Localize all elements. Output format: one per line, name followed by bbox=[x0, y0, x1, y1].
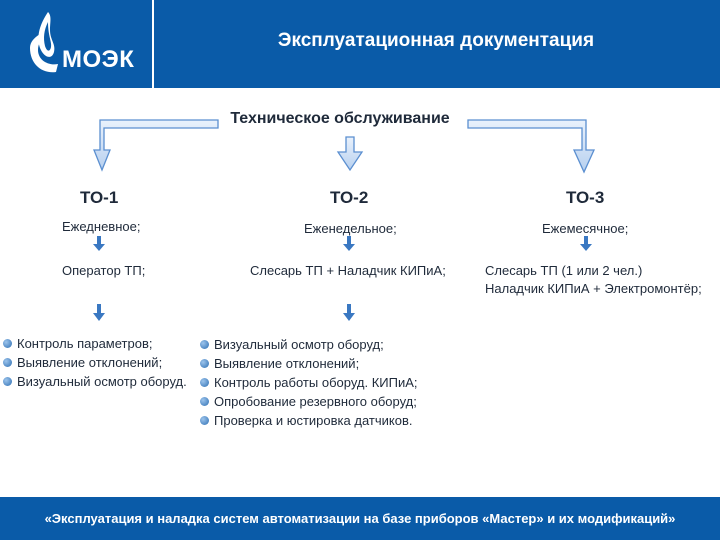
footer-text: «Эксплуатация и наладка систем автоматиз… bbox=[44, 511, 676, 526]
arrow-to-to3 bbox=[467, 119, 596, 174]
header-bar: МОЭК Эксплуатационная документация bbox=[0, 0, 720, 88]
to1-personnel: Оператор ТП; bbox=[62, 263, 146, 278]
list-item-label: Визуальный осмотр оборуд; bbox=[214, 337, 384, 352]
list-item-label: Визуальный осмотр оборуд. bbox=[17, 374, 187, 389]
page-title: Эксплуатационная документация bbox=[277, 30, 595, 51]
list-item: Визуальный осмотр оборуд; bbox=[200, 335, 418, 354]
to2-heading: ТО-2 bbox=[330, 188, 369, 207]
list-item-label: Выявление отклонений; bbox=[17, 355, 163, 370]
arrow-down-icon bbox=[93, 304, 105, 321]
arrow-down-icon bbox=[343, 236, 355, 251]
list-item-label: Опробование резервного оборуд; bbox=[214, 394, 417, 409]
bullet-icon bbox=[200, 359, 209, 368]
list-item: Опробование резервного оборуд; bbox=[200, 392, 418, 411]
list-item: Выявление отклонений; bbox=[200, 354, 418, 373]
arrow-down-icon bbox=[93, 236, 105, 251]
bullet-icon bbox=[3, 339, 12, 348]
bullet-icon bbox=[200, 416, 209, 425]
to1-frequency: Ежедневное; bbox=[62, 219, 141, 234]
bullet-icon bbox=[200, 397, 209, 406]
list-item: Визуальный осмотр оборуд. bbox=[3, 372, 187, 391]
to1-task-list: Контроль параметров; Выявление отклонени… bbox=[3, 334, 187, 391]
to3-personnel-2: Наладчик КИПиА + Электромонтёр; bbox=[485, 281, 702, 296]
list-item-label: Контроль работы оборуд. КИПиА; bbox=[214, 375, 418, 390]
footer-bar: «Эксплуатация и наладка систем автоматиз… bbox=[0, 497, 720, 540]
to1-heading: ТО-1 bbox=[80, 188, 119, 207]
list-item-label: Выявление отклонений; bbox=[214, 356, 360, 371]
arrow-to-to1 bbox=[93, 119, 219, 172]
list-item: Проверка и юстировка датчиков. bbox=[200, 411, 418, 430]
list-item-label: Проверка и юстировка датчиков. bbox=[214, 413, 413, 428]
arrow-to-to2 bbox=[336, 136, 364, 172]
to3-personnel-1: Слесарь ТП (1 или 2 чел.) bbox=[485, 263, 643, 278]
list-item: Контроль работы оборуд. КИПиА; bbox=[200, 373, 418, 392]
to3-heading: ТО-3 bbox=[566, 188, 605, 207]
bullet-icon bbox=[200, 378, 209, 387]
logo-text: МОЭК bbox=[62, 46, 135, 73]
bullet-icon bbox=[200, 340, 209, 349]
to2-task-list: Визуальный осмотр оборуд; Выявление откл… bbox=[200, 335, 418, 430]
to2-frequency: Еженедельное; bbox=[304, 221, 397, 236]
bullet-icon bbox=[3, 377, 12, 386]
flame-logo-icon bbox=[30, 12, 58, 73]
arrow-down-icon bbox=[343, 304, 355, 321]
list-item: Контроль параметров; bbox=[3, 334, 187, 353]
list-item: Выявление отклонений; bbox=[3, 353, 187, 372]
diagram-title: Техническое обслуживание bbox=[230, 110, 450, 127]
to2-personnel: Слесарь ТП + Наладчик КИПиА; bbox=[250, 263, 446, 278]
list-item-label: Контроль параметров; bbox=[17, 336, 153, 351]
bullet-icon bbox=[3, 358, 12, 367]
logo: МОЭК bbox=[0, 0, 154, 88]
arrow-down-icon bbox=[580, 236, 592, 251]
to3-frequency: Ежемесячное; bbox=[542, 221, 629, 236]
